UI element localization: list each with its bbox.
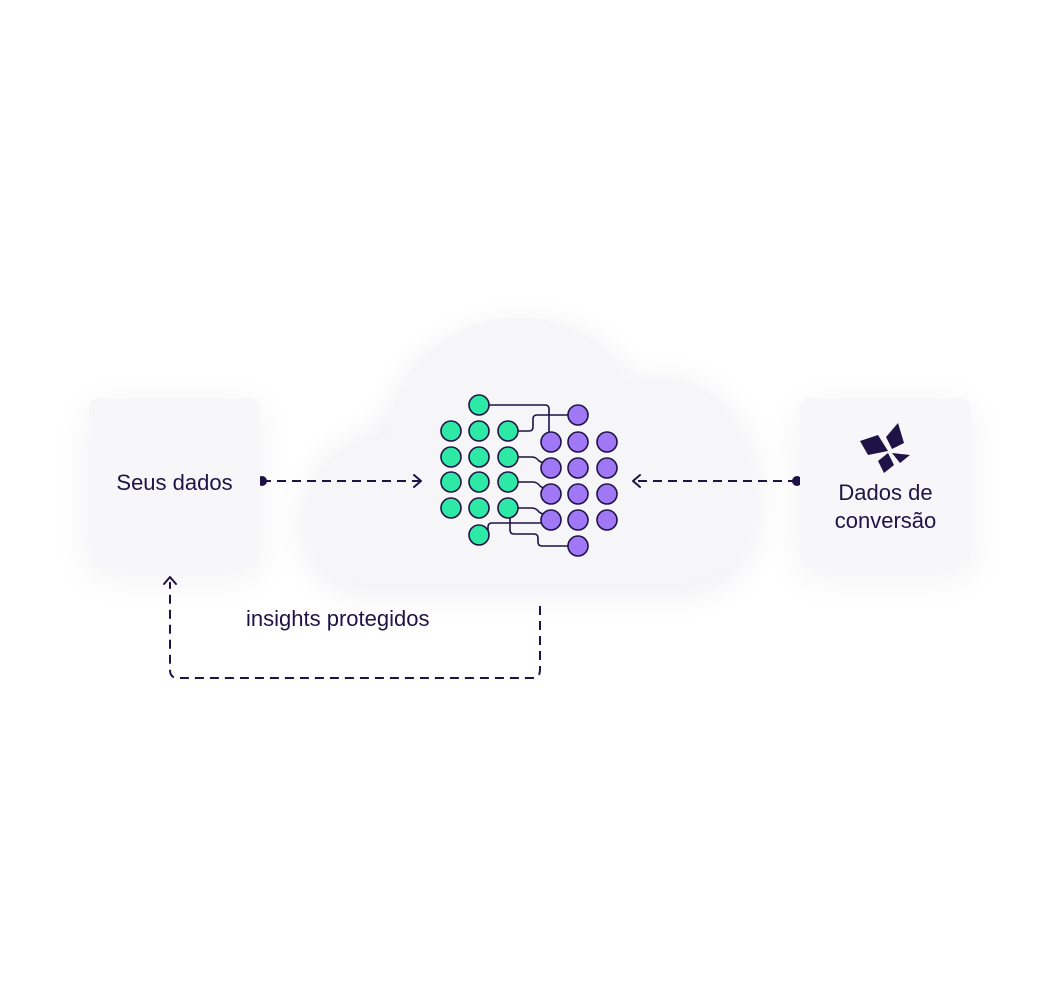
card-your-data: Seus dados [89, 398, 260, 568]
network-nodes-green [440, 394, 519, 546]
diamond-cluster-logo-icon [859, 423, 910, 473]
card-your-data-label: Seus dados [116, 470, 233, 495]
feedback-label: insights protegidos [246, 606, 430, 631]
network-nodes-purple [540, 404, 618, 557]
arrow-feedback-loop [163, 576, 541, 679]
cloud-shape [304, 318, 753, 584]
arrow-right-to-cloud [632, 474, 802, 488]
card-conversion-data: Dados de conversão [800, 398, 971, 568]
card-conversion-data-label: Dados de conversão [834, 480, 937, 533]
